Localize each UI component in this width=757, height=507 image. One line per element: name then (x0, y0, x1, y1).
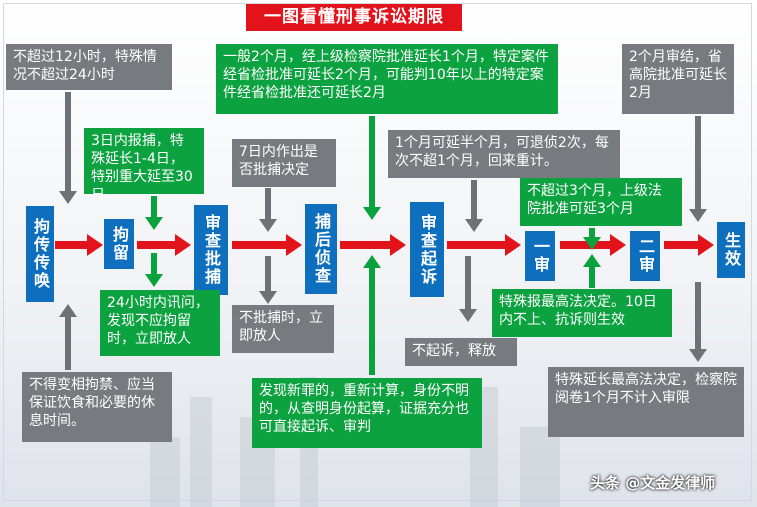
down-arrow (583, 228, 601, 250)
stage-label: 生效 (722, 232, 741, 268)
note-juliu-report: 3日内报捕，特殊延长1-4日，特别重大延至30日 (84, 128, 204, 203)
down-arrow (689, 282, 707, 362)
flow-arrow (340, 234, 406, 256)
note-yishen-special: 特殊报最高法决定。10日内不上、抗诉则生效 (492, 289, 672, 337)
skyline-building (150, 437, 180, 507)
stage-label: 拘传传唤 (31, 218, 50, 290)
down-arrow (465, 180, 483, 232)
stage-yishen: 一审 (525, 231, 555, 281)
note-juliu-interrogate: 24小时内讯问，发现不应拘留时，立即放人 (100, 290, 220, 356)
down-arrow (259, 188, 277, 232)
diagram-frame (3, 3, 752, 501)
down-arrow (145, 253, 163, 287)
up-arrow (59, 304, 77, 370)
flow-arrow (55, 234, 103, 256)
stage-label: 一审 (531, 238, 550, 274)
note-ershen-special: 特殊延长最高法决定，检察院阅卷1个月不计入审限 (548, 367, 744, 437)
stage-shencha-qisu: 审查起诉 (410, 202, 444, 297)
stage-juchuan: 拘传传唤 (26, 206, 54, 302)
stage-ershen: 二审 (630, 231, 660, 281)
note-juchuan-rights: 不得变相拘禁、应当保证饮食和必要的休息时间。 (22, 372, 172, 442)
note-juchuan-time: 不超过12小时，特殊情况不超过24小时 (6, 44, 172, 90)
note-pibu-decide: 7日内作出是否批捕决定 (232, 139, 336, 187)
down-arrow (59, 92, 77, 204)
note-pibu-release: 不批捕时，立即放人 (232, 305, 334, 353)
flow-arrow (137, 234, 191, 256)
watermark: 头条 @文金发律师 (590, 474, 716, 492)
stage-label: 审查批捕 (202, 214, 221, 286)
note-qisu-not: 不起诉，释放 (405, 338, 517, 366)
up-arrow (583, 254, 601, 288)
up-arrow (363, 255, 381, 375)
note-ershen-limit: 2个月审结，省高院批准可延长2月 (622, 44, 734, 114)
stage-label: 拘留 (110, 226, 129, 262)
flow-arrow (664, 234, 714, 256)
down-arrow (689, 116, 707, 222)
skyline-building (190, 397, 212, 507)
stage-label: 捕后侦查 (312, 213, 331, 285)
down-arrow (259, 256, 277, 304)
stage-juliu: 拘留 (104, 219, 134, 269)
note-yishen-limit: 不超过3个月，上级法院批准可延3个月 (520, 178, 682, 226)
flow-arrow (232, 234, 302, 256)
diagram-title: 一图看懂刑事诉讼期限 (246, 4, 462, 31)
skyline-building (520, 427, 560, 507)
stage-bu-hou-zhencha: 捕后侦查 (305, 204, 337, 294)
stage-label: 审查起诉 (418, 213, 437, 286)
down-arrow (145, 196, 163, 230)
stage-label: 二审 (636, 238, 655, 274)
note-zhencha-extend: 一般2个月，经上级检察院批准延长1个月，特定案件经省检批准可延长2个月，可能判1… (216, 44, 558, 114)
flow-arrow (447, 234, 521, 256)
note-zhencha-new-crime: 发现新罪的，重新计算，身份不明的，从查明身份起算，证据充分也可直接起诉、审判 (252, 378, 482, 448)
note-qisu-extend: 1个月可延半个月，可退侦2次，每次不超1个月，回来重计。 (388, 130, 620, 178)
stage-shengxiao: 生效 (717, 222, 745, 278)
stage-shencha-pibu: 审查批捕 (194, 205, 228, 295)
down-arrow (459, 256, 477, 322)
down-arrow (363, 116, 381, 220)
